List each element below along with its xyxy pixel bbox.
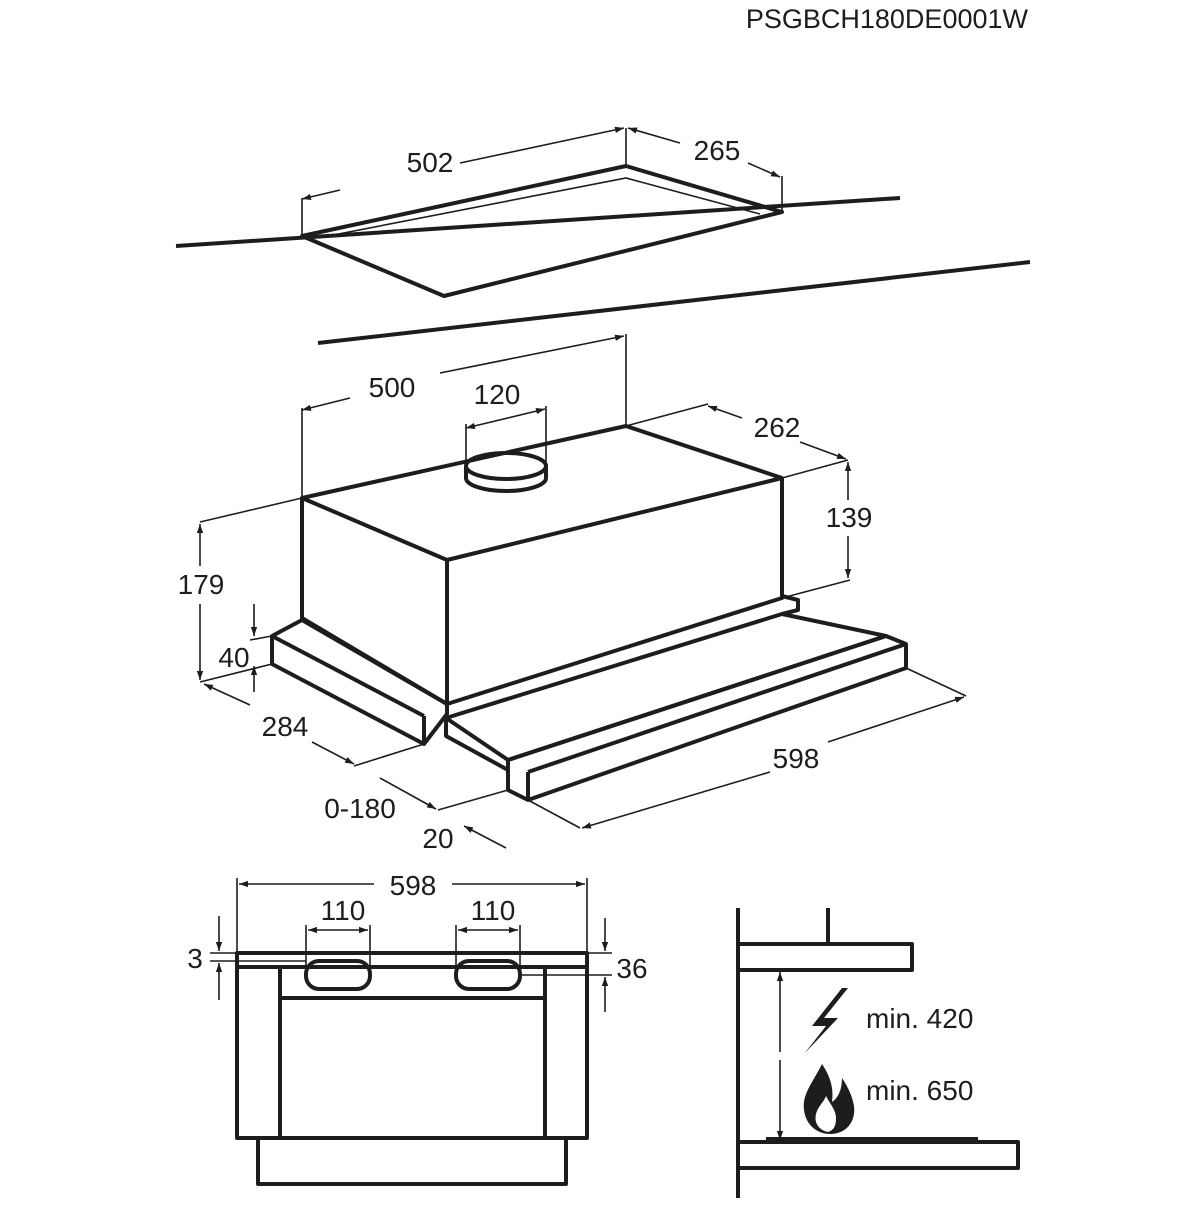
dim-40-ext-top — [249, 635, 273, 641]
dim-598-arrow-left — [581, 771, 771, 829]
hood-body-top-front-edge — [301, 496, 448, 562]
front-offset-label: 20 — [422, 823, 453, 854]
front-height-label: 40 — [218, 642, 249, 673]
dim-139-ext-bottom — [781, 579, 851, 599]
top-gap-label: 3 — [187, 943, 203, 974]
dim-284-arrow-right — [311, 741, 355, 765]
dim-265-arrow-left — [627, 127, 681, 144]
hob-side-profile — [738, 1140, 1020, 1170]
dim-598-ext-right — [905, 667, 967, 697]
hood-frame-left-top-edge — [271, 634, 425, 718]
hood-depth-label: 262 — [754, 412, 801, 443]
hob-burner — [766, 1137, 978, 1143]
dim-284-ext-front — [353, 743, 425, 767]
dim-598-arrow-right — [827, 696, 965, 743]
hood-side-profile — [738, 942, 914, 972]
cutout-inner-edge — [317, 177, 761, 239]
dim-262-ext-back — [625, 403, 709, 427]
electric-clearance-label: min. 420 — [866, 1003, 973, 1034]
cabinet-line-upper — [175, 196, 901, 248]
dim-262-arrow-right — [799, 441, 847, 460]
gas-clearance-label: min. 650 — [866, 1075, 973, 1106]
duct-collar-top — [464, 451, 548, 481]
dim-500-arrow-right — [439, 334, 625, 374]
flame-icon — [803, 1064, 855, 1134]
cutout-depth-label: 265 — [694, 135, 741, 166]
visor-left-side — [444, 718, 509, 772]
duct-diameter-label: 120 — [474, 379, 521, 410]
side-offset-label: 36 — [616, 953, 647, 984]
dim-0-180-ext — [437, 789, 509, 811]
front-view: 598 110 110 3 36 — [187, 870, 648, 1186]
hood-view: 500 120 262 139 179 40 284 — [178, 334, 967, 854]
dim-265-arrow-right — [747, 162, 781, 178]
right-outlet-label: 110 — [471, 895, 516, 926]
hood-width-label: 500 — [369, 372, 416, 403]
body-height-label: 139 — [826, 502, 873, 533]
dim-284-arrow-left — [203, 683, 251, 706]
front-visor — [256, 1138, 568, 1186]
extension-label: 0-180 — [324, 793, 396, 824]
base-depth-label: 284 — [262, 711, 309, 742]
total-width-label: 598 — [773, 743, 820, 774]
dim-179-ext-top — [199, 497, 303, 523]
dim-598-ext-left — [527, 799, 581, 829]
dim-262-arrow-left — [707, 405, 743, 419]
hood-body-top-right-edge — [446, 476, 783, 562]
dim-262-ext-front — [781, 459, 849, 479]
front-body-outline — [235, 951, 589, 1140]
cutout-view: 502 265 — [175, 126, 1031, 345]
model-code: PSGBCH180DE0001W — [746, 4, 1029, 34]
dim-500-arrow-left — [301, 397, 351, 411]
duct-collar-side — [464, 466, 548, 493]
dim-502-arrow-left — [301, 189, 341, 200]
hood-rear-rail — [781, 594, 800, 616]
left-outlet-label: 110 — [321, 895, 366, 926]
front-width-label: 598 — [390, 870, 437, 901]
visor-front-bar — [506, 634, 908, 802]
cutout-width-label: 502 — [407, 147, 454, 178]
visor-front-bar-top-edge — [527, 642, 907, 774]
dim-20-arrow — [463, 825, 507, 849]
cabinet-line-lower — [317, 260, 1031, 345]
dim-120-arrow — [465, 408, 546, 429]
dim-0-180-arrow — [379, 777, 437, 810]
dim-502-arrow-right — [459, 126, 625, 164]
clearance-view: min. 420 min. 650 — [736, 908, 1020, 1198]
lightning-icon — [804, 988, 848, 1054]
dim-179-ext-bottom — [199, 663, 273, 683]
total-height-label: 179 — [178, 569, 225, 600]
